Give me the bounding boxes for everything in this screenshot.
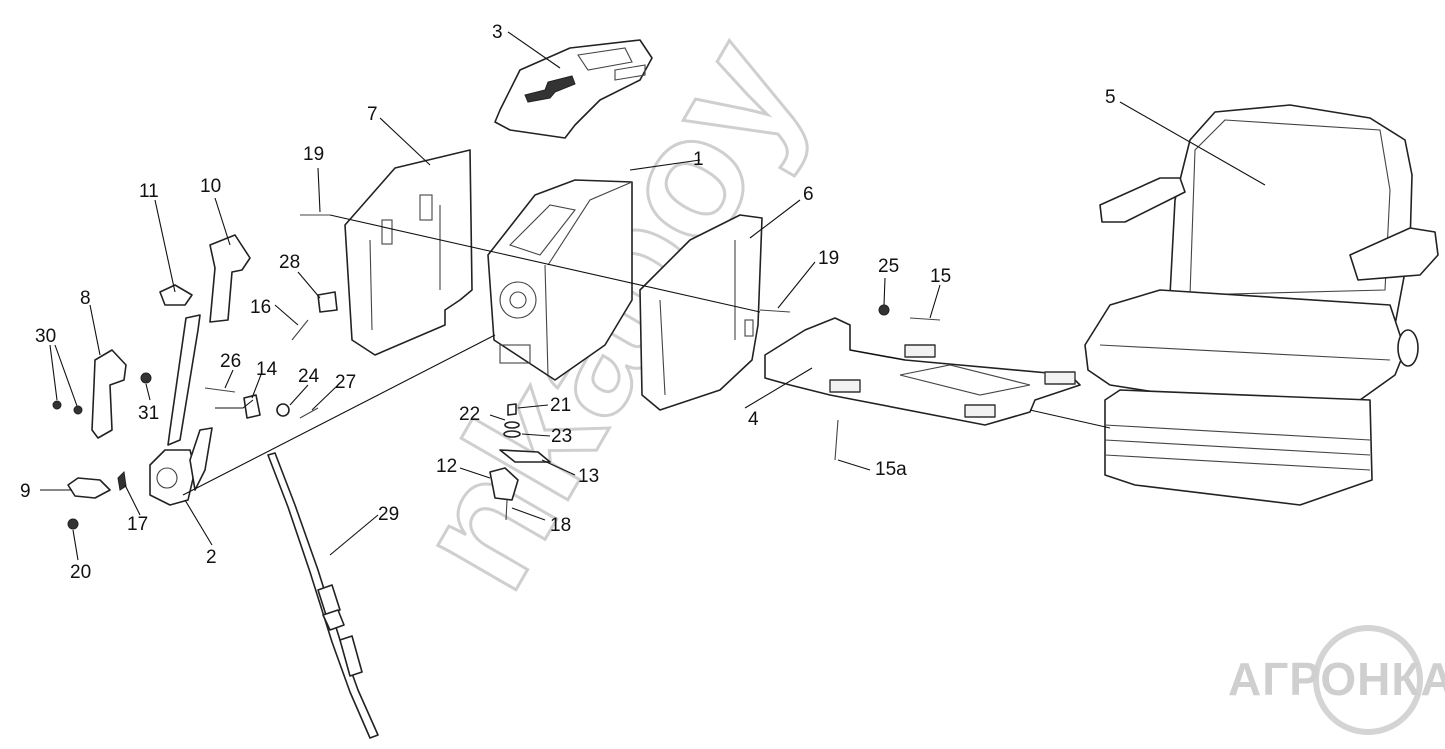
agronka-logo: АГРОНКА — [1228, 625, 1445, 735]
callout-31: 31 — [138, 403, 159, 424]
callout-4: 4 — [748, 409, 759, 430]
callout-1: 1 — [693, 149, 704, 170]
control-cable-part — [267, 452, 379, 739]
callout-19-right: 19 — [818, 248, 839, 269]
callout-27: 27 — [335, 372, 356, 393]
leader-lines — [40, 31, 1266, 561]
callout-9: 9 — [20, 481, 31, 502]
right-side-panel-part — [639, 214, 763, 411]
callout-24: 24 — [298, 366, 320, 387]
callout-12: 12 — [436, 456, 457, 477]
callout-3: 3 — [492, 22, 503, 43]
console-frame-part — [487, 179, 633, 381]
left-side-panel-part — [344, 149, 473, 356]
callout-21: 21 — [550, 395, 571, 416]
callout-10: 10 — [200, 176, 221, 197]
callout-23: 23 — [551, 426, 572, 447]
callout-11: 11 — [139, 181, 159, 202]
callout-2: 2 — [206, 547, 217, 568]
callout-14: 14 — [256, 359, 278, 380]
callout-20: 20 — [70, 562, 91, 583]
fasteners — [204, 214, 941, 521]
callout-5: 5 — [1105, 87, 1116, 108]
callout-15: 15 — [930, 266, 951, 287]
callout-15a: 15а — [875, 459, 907, 480]
logo-text: АГРОНКА — [1228, 653, 1445, 705]
callout-7: 7 — [367, 104, 378, 125]
assembly-axis-lines — [182, 214, 1111, 496]
seat-mounting-plate-part — [764, 317, 1081, 426]
callout-26: 26 — [220, 351, 241, 372]
callout-6: 6 — [803, 184, 814, 205]
seat-part — [1084, 104, 1439, 506]
callout-19-left: 19 — [303, 144, 324, 165]
callout-28: 28 — [279, 252, 300, 273]
callout-29: 29 — [378, 504, 399, 525]
callout-25: 25 — [878, 256, 899, 277]
callout-22: 22 — [459, 404, 480, 425]
callout-18: 18 — [550, 515, 571, 536]
control-lever-assembly — [52, 234, 251, 530]
callout-16: 16 — [250, 297, 271, 318]
callout-labels: 1 2 3 4 5 6 7 8 9 10 11 12 13 14 15 15а … — [20, 22, 1116, 583]
callout-17: 17 — [127, 514, 148, 535]
callout-13: 13 — [578, 466, 599, 487]
console-cover-part — [494, 39, 653, 139]
callout-8: 8 — [80, 288, 91, 309]
callout-30: 30 — [35, 326, 56, 347]
